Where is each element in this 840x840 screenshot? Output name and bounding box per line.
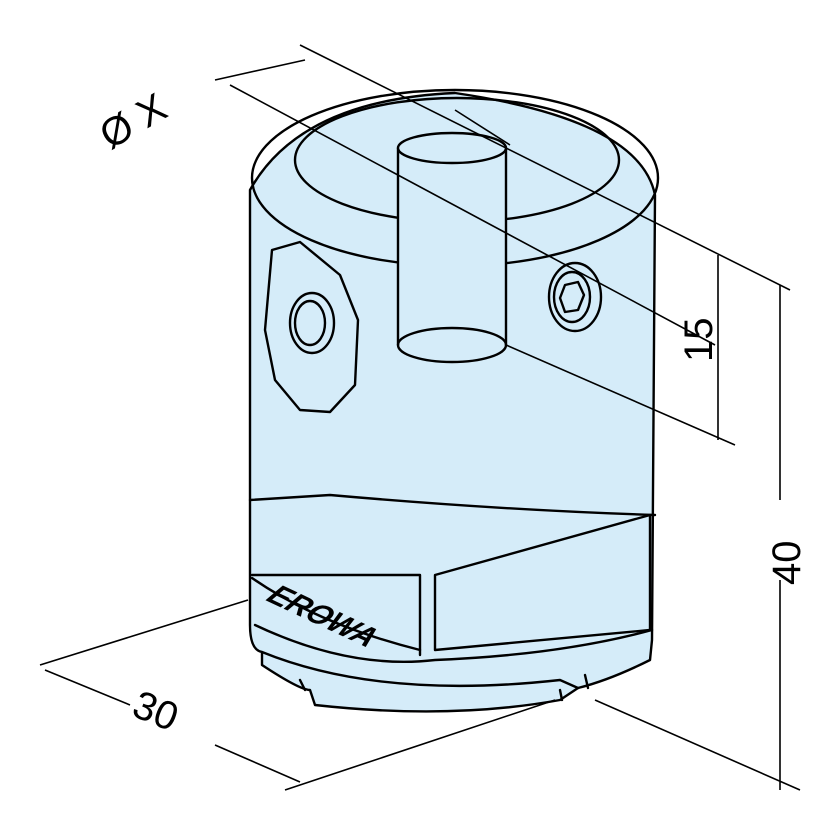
total-height-dimension: 40 — [594, 285, 809, 791]
pin-height-dimension: 15 — [505, 255, 736, 446]
screw-head — [547, 261, 603, 333]
pin-height-label: 15 — [677, 318, 721, 363]
diameter-label: Ø X — [93, 85, 175, 158]
hex-boss — [263, 240, 360, 414]
total-height-label: 40 — [765, 541, 809, 586]
locating-pin — [396, 131, 508, 364]
width-label: 30 — [127, 683, 185, 740]
